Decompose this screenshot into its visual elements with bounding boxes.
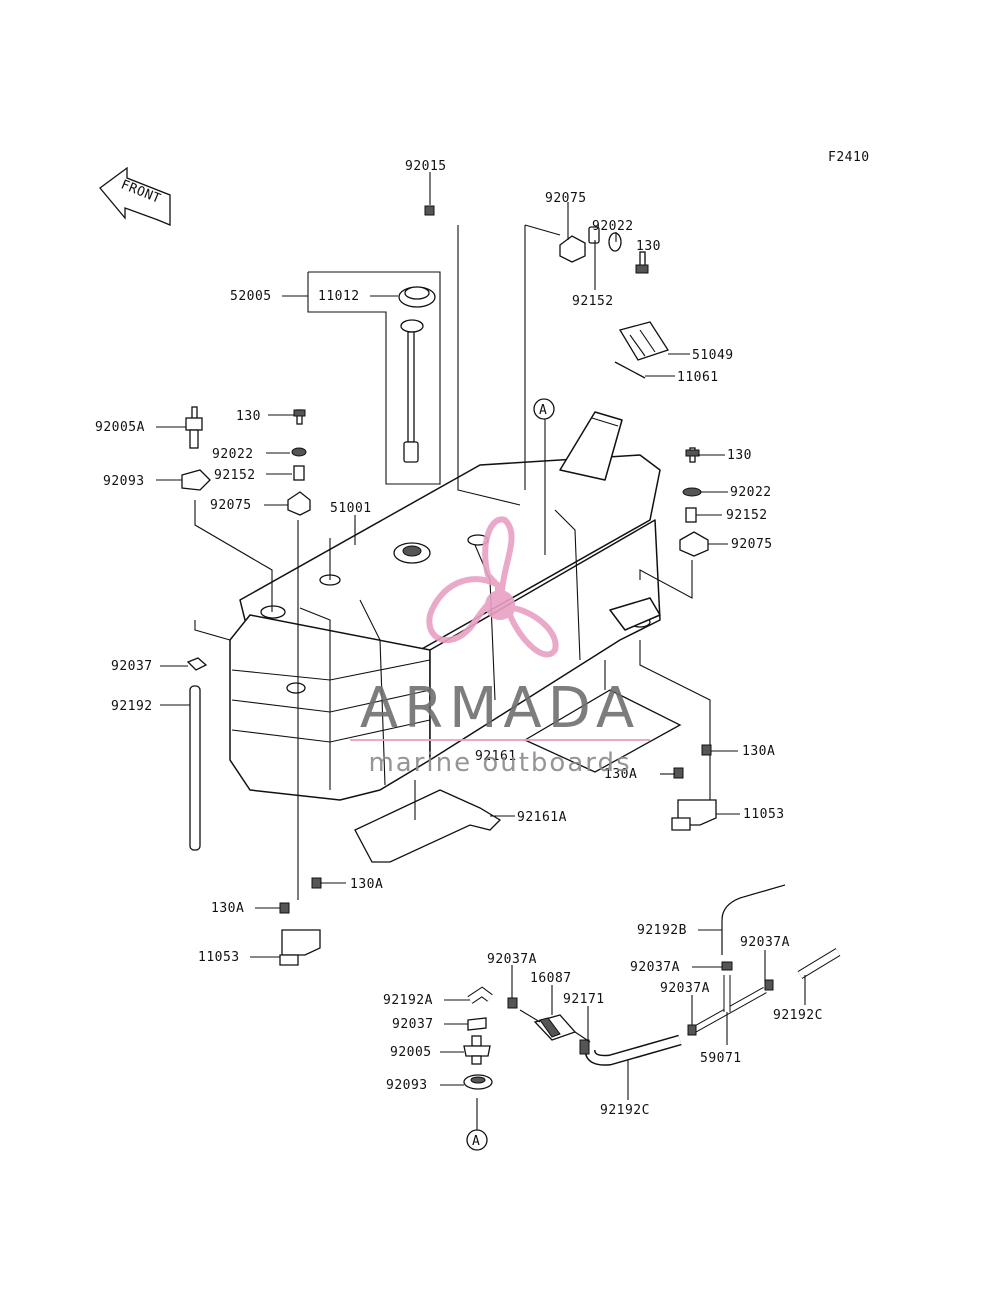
watermark-brand: ARMADA (360, 676, 640, 741)
label-92037A-3: 92037A (630, 960, 680, 975)
label-130A-right-2: 130A (604, 767, 637, 782)
label-11061: 11061 (677, 370, 719, 385)
propeller-logo-icon (426, 516, 559, 658)
hardware-top-right (424, 205, 649, 274)
leader-lines (156, 172, 806, 1100)
ref-marker-a-bottom: A (466, 1129, 488, 1151)
label-92161A: 92161A (517, 810, 567, 825)
fuel-tank-51001 (229, 411, 661, 801)
hardware-right (679, 447, 709, 557)
label-92161: 92161 (475, 749, 517, 764)
label-11012: 11012 (318, 289, 360, 304)
label-130-top: 130 (636, 239, 661, 254)
label-130-left: 130 (236, 409, 261, 424)
label-92022-left: 92022 (212, 447, 254, 462)
label-16087: 16087 (530, 971, 572, 986)
label-130A-left-1: 130A (350, 877, 383, 892)
label-52005: 52005 (230, 289, 272, 304)
label-92037-bottom: 92037 (392, 1017, 434, 1032)
mat-92161A (354, 789, 502, 863)
label-92152-top: 92152 (572, 294, 614, 309)
diagram-code: F2410 (828, 150, 870, 165)
label-92192A: 92192A (383, 993, 433, 1008)
fuel-line-assembly (463, 884, 841, 1090)
label-92005: 92005 (390, 1045, 432, 1060)
label-130A-left-2: 130A (211, 901, 244, 916)
part-labels: 92015 92075 92022 130 92152 52005 11012 … (95, 159, 823, 1118)
svg-text:A: A (472, 1134, 480, 1149)
label-92171: 92171 (563, 992, 605, 1007)
hose-92192 (186, 657, 208, 851)
label-92192C-right: 92192C (773, 1008, 823, 1023)
label-92075-left: 92075 (210, 498, 252, 513)
label-92075-top: 92075 (545, 191, 587, 206)
label-92022-right: 92022 (730, 485, 772, 500)
label-92152-right: 92152 (726, 508, 768, 523)
label-92037A-2: 92037A (487, 952, 537, 967)
label-51001: 51001 (330, 501, 372, 516)
label-59071: 59071 (700, 1051, 742, 1066)
bracket-11053-right (671, 744, 717, 831)
label-11053-left: 11053 (198, 950, 240, 965)
label-130-right: 130 (727, 448, 752, 463)
svg-text:A: A (539, 403, 547, 418)
label-92093-left: 92093 (103, 474, 145, 489)
label-92192B: 92192B (637, 923, 687, 938)
mat-92161 (523, 689, 682, 773)
bracket-11053-left (279, 877, 322, 966)
front-arrow-icon: FRONT (99, 166, 171, 226)
fuel-gauge-52005 (398, 286, 436, 463)
label-92005A: 92005A (95, 420, 145, 435)
label-130A-right-1: 130A (742, 744, 775, 759)
hardware-left (181, 406, 311, 516)
label-51049: 51049 (692, 348, 734, 363)
filler-seal-51049 (614, 321, 669, 379)
label-92152-left: 92152 (214, 468, 256, 483)
label-92037A-4: 92037A (660, 981, 710, 996)
ref-marker-a-top: A (533, 398, 555, 420)
label-92093-bottom: 92093 (386, 1078, 428, 1093)
label-11053-right: 11053 (743, 807, 785, 822)
label-92192C-bottom: 92192C (600, 1103, 650, 1118)
label-92015: 92015 (405, 159, 447, 174)
label-92037-left: 92037 (111, 659, 153, 674)
label-92075-right: 92075 (731, 537, 773, 552)
label-92037A-1: 92037A (740, 935, 790, 950)
label-92192-left: 92192 (111, 699, 153, 714)
watermark: ARMADA marine outboards (350, 516, 650, 778)
label-92022-top: 92022 (592, 219, 634, 234)
watermark-tagline: marine outboards (368, 748, 631, 778)
